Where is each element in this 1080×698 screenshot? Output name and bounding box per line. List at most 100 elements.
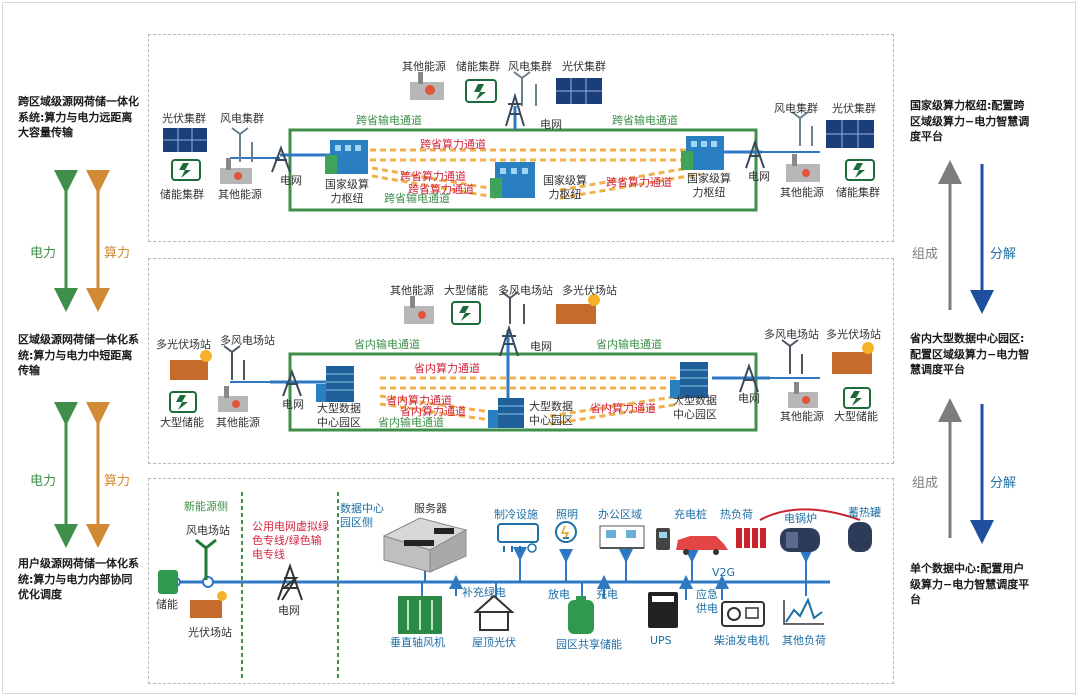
left-power-label-1: 电力: [30, 246, 57, 261]
office-label: 办公区域: [598, 508, 642, 521]
mid-other-energy-icon: [404, 296, 434, 324]
bottom-storage-icon: [158, 570, 178, 594]
shared-storage-label: 园区共享储能: [556, 638, 622, 651]
top-right-storage-icon: [845, 159, 875, 181]
emergency-label: 应急供电: [696, 588, 718, 615]
top-compute-channel-label-2: 跨省算力通道: [400, 170, 466, 183]
top-compute-channels: [370, 148, 701, 200]
mid-multi-pv-label: 多光伏场站: [562, 284, 617, 297]
top-left-wind-icon: [231, 127, 253, 162]
office-icon: [599, 525, 645, 549]
mid-right-wind-icon: [781, 339, 803, 374]
mid-compute-channel-label-3: 省内算力通道: [400, 405, 466, 418]
top-left-other-label: 其他能源: [218, 188, 262, 201]
left-tier2-text: 区域级源网荷储一体化系统:算力与电力中短距离传输: [18, 333, 139, 377]
mid-left-pv-label: 多光伏场站: [156, 338, 211, 351]
storage-label: 储能: [156, 598, 178, 611]
mid-grid-right-label: 电网: [738, 392, 760, 405]
left-compute-label-2: 算力: [104, 474, 131, 489]
mid-dc-right-label: 大型数据中心园区: [673, 394, 717, 421]
top-right-pv-icon: [826, 120, 874, 148]
mid-left-storage-label: 大型储能: [160, 416, 204, 429]
right-tier1-text: 国家级算力枢纽:配置跨区域级算力−电力智慧调度平台: [910, 99, 1030, 143]
cooling-icon: [497, 523, 539, 553]
heat-load-label: 热负荷: [720, 508, 753, 521]
cooling-label: 制冷设施: [494, 508, 538, 521]
top-left-pv-label: 光伏集群: [162, 112, 206, 125]
top-tower-right: [745, 138, 765, 169]
top-storage-icon: [465, 79, 497, 103]
top-grid-right-label: 电网: [748, 170, 770, 183]
mid-dc-center-building: [488, 398, 524, 428]
bottom-grid-label: 电网: [278, 604, 300, 617]
mid-power-channel-label-2: 省内输电通道: [596, 338, 662, 351]
panel-regional: [148, 258, 894, 464]
lighting-icon: [555, 521, 577, 543]
mid-big-storage-label: 大型储能: [444, 284, 488, 297]
top-storage-cluster-label: 储能集群: [456, 60, 500, 73]
wind-farm-label: 风电场站: [186, 524, 230, 537]
mid-left-storage-icon: [169, 391, 197, 413]
top-right-other-energy-icon: [786, 154, 820, 182]
pv-station-label: 光伏场站: [188, 626, 232, 639]
dc-park-side-label: 数据中心园区侧: [340, 502, 384, 529]
top-power-channel-label-1: 跨省输电通道: [356, 114, 422, 127]
boiler-icon: [780, 528, 820, 552]
other-load-icon: [783, 597, 824, 625]
mid-dc-left-building: [316, 366, 354, 402]
right-tier2-text: 省内大型数据中心园区:配置区域级算力−电力智慧调度平台: [910, 332, 1030, 376]
top-hub-left-label: 国家级算力枢纽: [325, 178, 369, 205]
top-compute-channel-label-1: 跨省算力通道: [420, 138, 486, 151]
diesel-label: 柴油发电机: [714, 634, 769, 647]
top-left-other-energy-icon: [220, 158, 252, 184]
bottom-wind-icon: [195, 538, 217, 580]
other-load-label: 其他负荷: [782, 634, 826, 647]
lighting-label: 照明: [556, 508, 578, 521]
top-hub-right-building: [681, 136, 724, 170]
discharge-label: 放电: [548, 588, 570, 601]
boiler-label: 电锅炉: [784, 512, 817, 525]
server-icon: [382, 517, 468, 573]
mid-right-storage-label: 大型储能: [834, 410, 878, 423]
top-hub-right-label: 国家级算力枢纽: [687, 172, 731, 199]
top-hub-center-label: 国家级算力枢纽: [543, 174, 587, 201]
right-tier3-text: 单个数据中心:配置用户级算力−电力智慧调度平台: [910, 562, 1030, 606]
mid-multi-wind-label: 多风电场站: [498, 284, 553, 297]
mid-compute-channel-label-4: 省内算力通道: [590, 402, 656, 415]
top-pv-cluster-label: 光伏集群: [562, 60, 606, 73]
mid-dc-center-label: 大型数据中心园区: [529, 400, 573, 427]
new-energy-side-label: 新能源侧: [184, 500, 228, 513]
top-right-pv-label: 光伏集群: [832, 102, 876, 115]
right-decompose-label-1: 分解: [990, 247, 1017, 262]
mid-storage-icon: [451, 301, 481, 325]
vawt-label: 垂直轴风机: [390, 636, 445, 649]
heat-tank-icon: [848, 522, 872, 552]
ups-label: UPS: [650, 634, 672, 647]
right-decompose-label-2: 分解: [990, 476, 1017, 491]
mid-right-pv-label: 多光伏场站: [826, 328, 881, 341]
mid-right-storage-icon: [843, 387, 871, 409]
top-tower-center: [505, 92, 525, 127]
mid-tower-center: [499, 324, 519, 357]
left-tier1-text: 跨区域级源网荷储一体化系统:算力与电力远距离大容量传输: [18, 95, 139, 139]
top-power-channel-label-3: 跨省输电通道: [384, 192, 450, 205]
rooftop-pv-label: 屋顶光伏: [472, 636, 516, 649]
top-grid-center-label: 电网: [540, 118, 562, 131]
top-wind-icon: [513, 71, 537, 106]
mid-right-other-energy-icon: [788, 382, 818, 408]
mid-compute-channels: [379, 376, 681, 426]
top-wind-cluster-label: 风电集群: [508, 60, 552, 73]
left-compute-label-1: 算力: [104, 246, 131, 261]
top-compute-channel-label-4: 跨省算力通道: [606, 176, 672, 189]
top-right-other-label: 其他能源: [780, 186, 824, 199]
mid-grid-left-label: 电网: [282, 398, 304, 411]
top-power-channel-label-2: 跨省输电通道: [612, 114, 678, 127]
top-left-storage-label: 储能集群: [160, 188, 204, 201]
mid-compute-channel-label-2: 省内算力通道: [386, 394, 452, 407]
charger-icon: [656, 528, 670, 550]
top-left-wind-label: 风电集群: [220, 112, 264, 125]
right-compose-label-2: 组成: [912, 476, 939, 491]
top-hub-left-building: [325, 140, 368, 174]
ups-icon: [648, 592, 678, 628]
